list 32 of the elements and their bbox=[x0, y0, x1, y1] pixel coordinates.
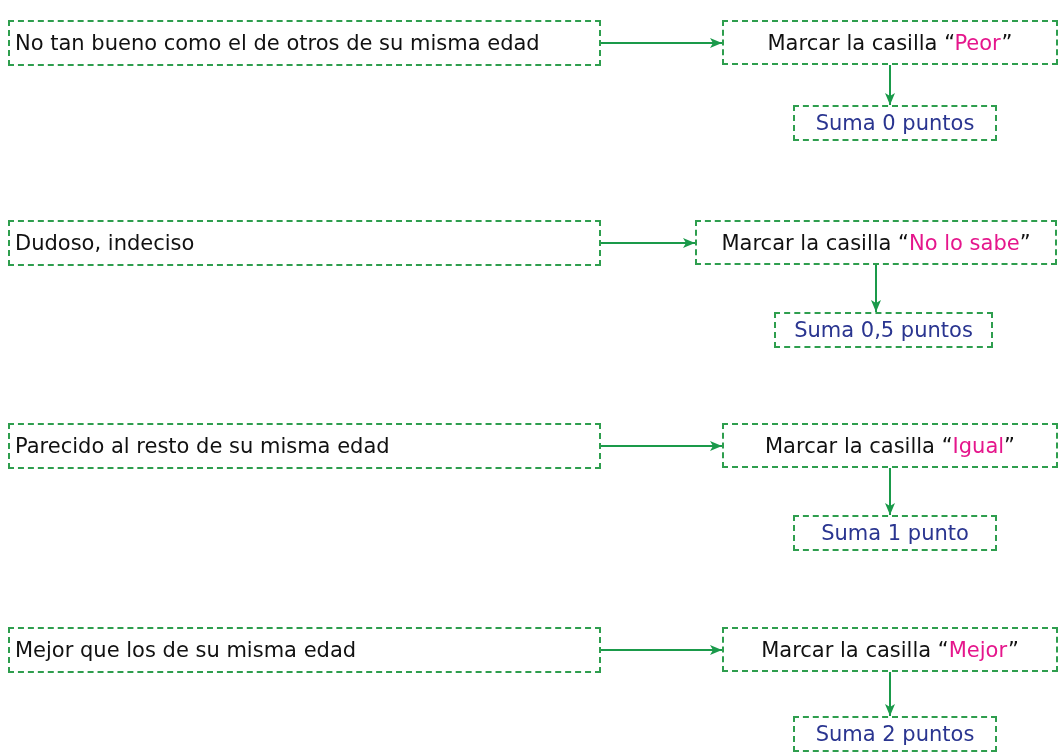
box-text: Suma 0 puntos bbox=[815, 111, 975, 135]
box-text: Suma 1 punto bbox=[821, 521, 969, 545]
box-text: No tan bueno como el de otros de su misma edad bbox=[15, 31, 540, 55]
score-box bbox=[793, 515, 997, 551]
action-box bbox=[722, 627, 1058, 672]
box-text: Suma 2 puntos bbox=[815, 722, 975, 746]
arrow bbox=[885, 671, 895, 717]
action-box bbox=[695, 220, 1057, 265]
box-text: Marcar la casilla “Peor” bbox=[767, 30, 1013, 55]
arrow bbox=[871, 264, 881, 313]
box-text: Mejor que los de su misma edad bbox=[15, 638, 357, 662]
box-text: Suma 0,5 puntos bbox=[794, 318, 973, 342]
option-box bbox=[8, 20, 601, 66]
box-text: Marcar la casilla “Mejor” bbox=[761, 637, 1019, 662]
box-text: Marcar la casilla “No lo sabe” bbox=[721, 230, 1031, 255]
action-box bbox=[722, 20, 1058, 65]
score-box bbox=[774, 312, 993, 348]
arrow bbox=[600, 645, 723, 655]
arrow bbox=[600, 38, 723, 48]
arrow bbox=[885, 467, 895, 516]
option-box bbox=[8, 627, 601, 673]
arrow bbox=[600, 441, 723, 451]
score-box bbox=[793, 716, 997, 752]
action-box bbox=[722, 423, 1058, 468]
option-box bbox=[8, 220, 601, 266]
box-text: Dudoso, indeciso bbox=[15, 231, 195, 255]
arrow bbox=[885, 64, 895, 106]
box-text: Parecido al resto de su misma edad bbox=[15, 434, 390, 458]
box-text: Marcar la casilla “Igual” bbox=[765, 433, 1015, 458]
score-box bbox=[793, 105, 997, 141]
arrow bbox=[600, 238, 696, 248]
option-box bbox=[8, 423, 601, 469]
